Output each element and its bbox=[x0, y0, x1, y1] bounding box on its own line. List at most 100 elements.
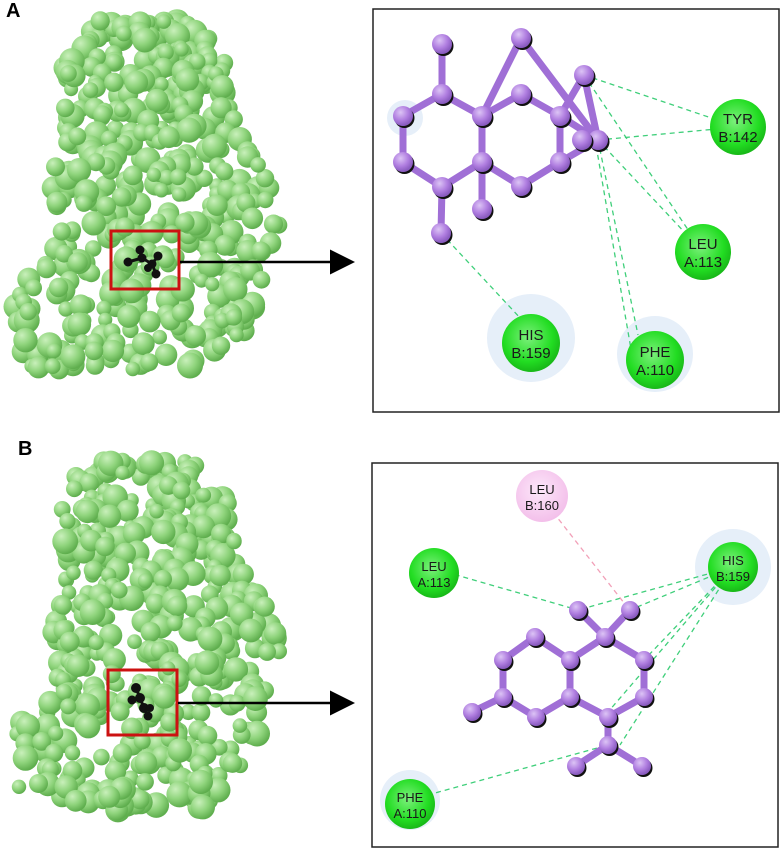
protein-atom bbox=[215, 162, 234, 181]
binding-site-b bbox=[106, 668, 355, 737]
protein-atom bbox=[75, 499, 100, 524]
protein-atom bbox=[84, 341, 104, 361]
ligand-atom bbox=[393, 106, 413, 126]
residue-chain: A:110 bbox=[393, 806, 426, 821]
protein-atom bbox=[225, 309, 243, 326]
protein-atom bbox=[244, 720, 270, 747]
residue-tyr-b142-a: TYR B:142 bbox=[710, 99, 766, 155]
protein-atom bbox=[12, 745, 39, 771]
ligand-atom bbox=[494, 688, 512, 706]
residue-chain: B:159 bbox=[716, 569, 750, 584]
ligand-atom bbox=[599, 708, 617, 726]
panel-label-a: A bbox=[6, 0, 21, 22]
protein-atom bbox=[139, 310, 161, 333]
residue-name: HIS bbox=[722, 553, 744, 568]
protein-atom bbox=[115, 25, 132, 42]
protein-atom bbox=[153, 569, 172, 589]
protein-atom bbox=[59, 631, 80, 652]
protein-atom bbox=[157, 44, 174, 61]
protein-atom bbox=[97, 504, 122, 528]
protein-atom bbox=[117, 304, 141, 328]
protein-atom bbox=[174, 42, 189, 57]
protein-atom bbox=[241, 207, 264, 230]
protein-atom bbox=[102, 665, 121, 684]
protein-atom bbox=[53, 596, 72, 615]
protein-atom bbox=[206, 194, 228, 216]
ligand-atom bbox=[599, 736, 617, 754]
protein-atom bbox=[223, 657, 249, 682]
protein-atom bbox=[82, 82, 99, 98]
protein-atom bbox=[90, 11, 110, 31]
protein-atom bbox=[191, 515, 216, 539]
protein-atom bbox=[68, 127, 87, 146]
ligand-atom bbox=[472, 152, 492, 172]
protein-atom bbox=[201, 52, 218, 69]
protein-atom bbox=[110, 702, 130, 722]
protein-atom bbox=[250, 157, 266, 173]
protein-atom bbox=[96, 300, 112, 316]
ligand-atom bbox=[393, 152, 413, 172]
residue-name: LEU bbox=[688, 236, 717, 253]
protein-atom bbox=[32, 732, 52, 751]
highlight-box-a bbox=[109, 229, 181, 291]
protein-atom bbox=[172, 481, 191, 500]
protein-atom bbox=[36, 258, 57, 279]
protein-atom bbox=[140, 353, 159, 372]
ligand-atom bbox=[463, 703, 481, 721]
panel-label-b: B bbox=[18, 438, 33, 460]
protein-atom bbox=[19, 303, 37, 321]
protein-atom bbox=[44, 743, 64, 763]
ligand-atom bbox=[635, 651, 653, 669]
protein-atom bbox=[176, 117, 202, 143]
protein-atom bbox=[167, 738, 192, 763]
protein-atom bbox=[166, 615, 183, 632]
protein-atom bbox=[169, 168, 187, 186]
protein-atom bbox=[111, 187, 132, 207]
protein-atom bbox=[180, 704, 197, 721]
residue-name: PHE bbox=[397, 790, 424, 805]
residue-chain: B:159 bbox=[511, 345, 550, 362]
protein-atom bbox=[96, 196, 117, 217]
protein-atom bbox=[44, 358, 61, 375]
protein-atom bbox=[104, 760, 127, 782]
protein-atom bbox=[197, 725, 218, 746]
protein-atom bbox=[201, 133, 227, 159]
protein-atom bbox=[190, 795, 215, 820]
protein-atom bbox=[67, 312, 92, 337]
protein-atom bbox=[140, 622, 161, 642]
protein-atom bbox=[60, 65, 77, 82]
protein-atom bbox=[137, 573, 153, 588]
protein-atom bbox=[102, 648, 126, 672]
protein-atom bbox=[111, 581, 128, 599]
protein-atom bbox=[243, 686, 268, 711]
protein-atom bbox=[166, 595, 188, 617]
protein-atom bbox=[210, 75, 234, 99]
protein-atom bbox=[263, 622, 287, 645]
protein-atom bbox=[171, 187, 187, 202]
ligand-atom bbox=[526, 628, 544, 646]
protein-atom bbox=[146, 167, 161, 182]
protein-atom bbox=[166, 781, 193, 808]
ligand-atom bbox=[574, 65, 594, 85]
ligand-atom bbox=[569, 601, 587, 619]
protein-atom bbox=[127, 634, 142, 650]
protein-atom bbox=[258, 643, 276, 661]
residue-phe-a110-a: PHE A:110 bbox=[626, 331, 684, 389]
protein-atom bbox=[69, 294, 92, 317]
protein-atom bbox=[194, 273, 209, 288]
protein-atom bbox=[76, 693, 100, 718]
protein-atom bbox=[85, 356, 105, 375]
protein-atom bbox=[27, 356, 50, 379]
protein-atom bbox=[122, 522, 146, 545]
protein-atom bbox=[66, 654, 90, 677]
protein-atom bbox=[263, 214, 284, 234]
protein-atom bbox=[105, 53, 123, 71]
ligand-structure-b bbox=[463, 601, 655, 777]
highlight-box-b bbox=[106, 668, 179, 737]
protein-atom bbox=[93, 105, 112, 124]
ligand-atom bbox=[511, 84, 531, 104]
protein-atom bbox=[154, 343, 178, 366]
protein-atom bbox=[93, 748, 110, 766]
protein-atom bbox=[208, 693, 224, 708]
